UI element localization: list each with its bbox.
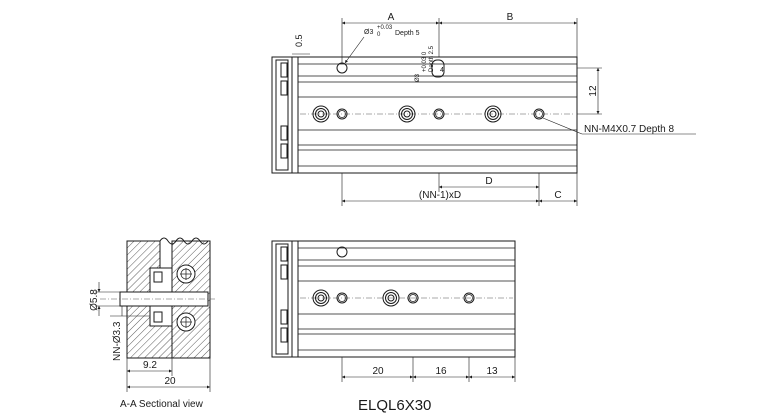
slot-icon (431, 59, 445, 78)
dim-20-bottom-label: 20 (372, 366, 384, 377)
top-view: A B Ø3 +0.03 0 Depth 5 0.5 Ø3 +0.03 0 De… (271, 12, 696, 206)
dim-16-label: 16 (435, 366, 447, 377)
dim-13-label: 13 (486, 366, 498, 377)
dim-c-label: C (554, 190, 561, 201)
model-title: ELQL6X30 (358, 397, 431, 414)
section-view: Ø5.8 NN-Ø3.3 9.2 20 A-A Sectional view (89, 237, 215, 410)
dim-nn33-label: NN-Ø3.3 (112, 321, 123, 361)
vhole-callout-len: 4 (440, 67, 444, 74)
hole-callout-tol-up: +0.03 (377, 25, 393, 31)
dim-nn1d-label: (NN-1)xD (419, 190, 461, 201)
dim-b-label: B (507, 12, 514, 23)
vhole-callout-tol: +0.03 0 (422, 51, 428, 72)
vhole-callout-symbol: Ø3 (415, 73, 421, 82)
dim-12-label: 12 (588, 85, 599, 97)
dim-05-label: 0.5 (294, 34, 304, 47)
dim-92-label: 9.2 (143, 360, 157, 371)
thread-callout: NN-M4X0.7 Depth 8 (584, 124, 674, 135)
hole-callout-depth: Depth 5 (395, 30, 420, 37)
hole-callout-symbol: Ø3 (364, 29, 373, 36)
vhole-callout-depth: Depth 2.5 (429, 45, 435, 72)
hole-callout-tol-lo: 0 (377, 32, 381, 38)
dim-d-label: D (485, 176, 492, 187)
dim-58-label: Ø5.8 (89, 289, 100, 311)
dim-20-section-label: 20 (164, 376, 176, 387)
section-caption: A-A Sectional view (120, 399, 204, 410)
bottom-view: 20 16 13 (271, 240, 516, 382)
dim-a-label: A (388, 12, 395, 23)
